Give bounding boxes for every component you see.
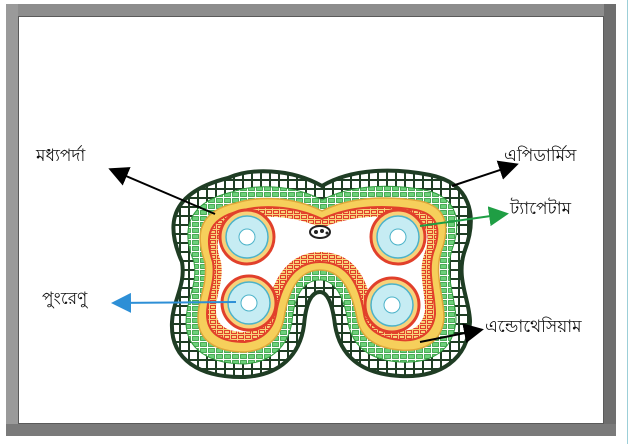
label-pollen: পুংরেণু [42, 286, 87, 314]
vascular-bundle [310, 226, 330, 238]
pollen-sac-top-left [220, 210, 274, 264]
label-endothecium: এন্ডোথেসিয়াম [485, 314, 582, 342]
arrow-pollen [115, 302, 236, 303]
label-epidermis: এপিডার্মিস [504, 143, 576, 171]
pollen-sac-top-right [371, 210, 425, 264]
label-mesophyll: মধ্যপর্দা [36, 143, 85, 171]
pollen-sac-bottom-right [365, 278, 419, 332]
label-tapetum: ট্যাপেটাম [510, 196, 571, 224]
